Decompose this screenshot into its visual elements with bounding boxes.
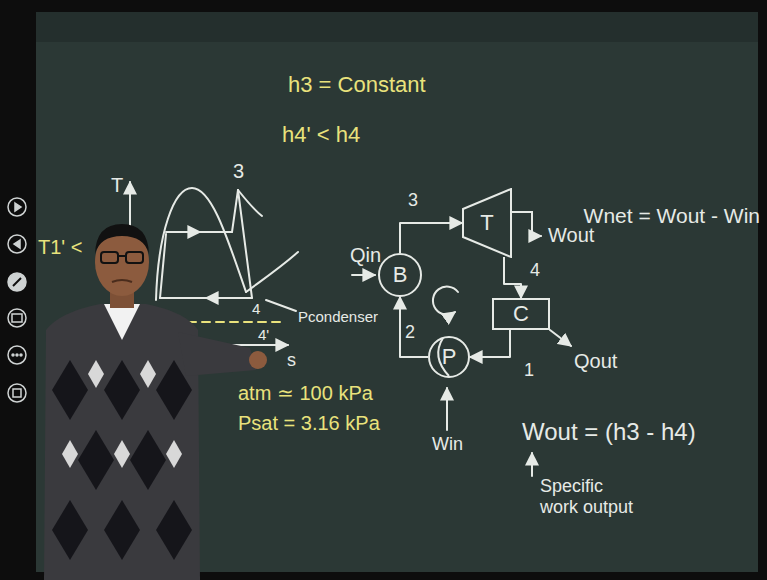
- turbine-symbol: T: [462, 188, 512, 258]
- axis-label: T: [111, 174, 123, 197]
- argyle-diamond: [130, 430, 166, 490]
- saturation-dome: [156, 188, 246, 300]
- work-label: Win: [432, 434, 463, 455]
- pressure-label: Pcondenser: [298, 308, 378, 325]
- argyle-diamond: [114, 440, 130, 468]
- node-label: T: [480, 212, 493, 234]
- toolbar-icon: [12, 314, 22, 322]
- argyle-diamond: [52, 360, 88, 420]
- condensation-line: [160, 297, 208, 299]
- leader-line: [266, 300, 296, 311]
- flow-line: [400, 297, 428, 357]
- heat-out-arrow: [550, 330, 571, 346]
- toolbar-icon: [16, 354, 18, 356]
- glasses: [101, 252, 143, 263]
- toolbar-icon: [12, 354, 14, 356]
- glasses-lens: [126, 252, 143, 263]
- argyle-diamond: [78, 430, 114, 490]
- heat-label: Qout: [574, 350, 617, 373]
- argyle-diamond: [104, 500, 140, 560]
- toolbar-icon: [13, 278, 21, 286]
- argyle-diamond: [52, 500, 88, 560]
- pressure-note: atm ≃ 100 kPa: [238, 382, 373, 405]
- mouth: [112, 280, 132, 282]
- heat-label: Qin: [350, 244, 381, 267]
- toolbar-icon: [14, 240, 20, 248]
- glasses-lens: [101, 252, 118, 263]
- work-label: Wout: [548, 224, 594, 247]
- state-number: 4: [252, 300, 260, 317]
- pressure-note: Psat = 3.16 kPa: [238, 412, 380, 435]
- toolbar-icon: [8, 309, 26, 327]
- temperature-note: T1' <: [38, 236, 82, 259]
- pump-outline: [429, 337, 469, 377]
- argyle-pattern: [62, 360, 182, 468]
- toolbar-icon: [20, 354, 22, 356]
- arm: [178, 332, 256, 376]
- toolbar-icon: [8, 384, 26, 402]
- hair: [95, 224, 149, 254]
- toolbar-icon: [8, 198, 26, 216]
- toolbar-icon: [15, 203, 21, 211]
- toolbar-icon: [8, 273, 26, 291]
- pressure-line: [238, 190, 262, 216]
- cycle-direction-arrow: [433, 287, 458, 315]
- node-label: P: [442, 346, 457, 368]
- heating-line: [198, 190, 238, 232]
- heating-line: [166, 231, 200, 233]
- pressure-line: [246, 252, 298, 292]
- work-out-shaft: [512, 212, 541, 236]
- node-label: C: [513, 303, 529, 325]
- toolbar-icon: [13, 389, 21, 397]
- toolbar: [8, 198, 26, 402]
- equation: Wnet = Wout - Win: [584, 204, 760, 228]
- condensation-line: [206, 297, 252, 299]
- argyle-diamond: [140, 360, 156, 388]
- hand: [249, 351, 267, 369]
- pump-symbol: P: [428, 332, 470, 382]
- state-number: 2: [405, 322, 415, 343]
- node-label: B: [393, 264, 408, 286]
- expansion-line: [238, 190, 252, 298]
- argyle-diamond: [62, 440, 78, 468]
- sweater: [44, 304, 200, 580]
- board-shade: [36, 12, 758, 42]
- work-in-arrow: [446, 388, 448, 430]
- lecturer: [44, 224, 267, 580]
- argyle-diamond: [104, 360, 140, 420]
- state-number: 1: [524, 360, 534, 381]
- equation: Wout = (h3 - h4): [522, 418, 696, 446]
- flow-line: [470, 330, 510, 357]
- argyle-pattern: [52, 360, 192, 560]
- state-number: 3: [233, 160, 244, 183]
- state-number: 4: [530, 260, 540, 281]
- enthalpy-note: h3 = Constant: [288, 72, 426, 97]
- argyle-diamond: [156, 500, 192, 560]
- pointer-arrow: [531, 453, 533, 476]
- annotation: Specific work output: [540, 476, 640, 517]
- glasses-bridge: [118, 255, 126, 257]
- toolbar-icon: [8, 235, 26, 253]
- toolbar-icon: [8, 346, 26, 364]
- argyle-diamond: [88, 360, 104, 388]
- state-number: 4': [258, 326, 269, 343]
- flow-line: [400, 223, 462, 253]
- pump-process: [160, 234, 166, 298]
- boiler-circle: B: [378, 253, 422, 297]
- state-number: 3: [408, 190, 418, 211]
- turbine-outline: [463, 189, 511, 257]
- axis-label: s: [287, 350, 296, 371]
- heat-in-arrow: [352, 274, 375, 276]
- enthalpy-note: h4' < h4: [282, 122, 360, 147]
- shirt-collar: [104, 304, 140, 340]
- condenser-box: C: [492, 298, 550, 330]
- argyle-diamond: [166, 440, 182, 468]
- flow-line: [504, 257, 521, 298]
